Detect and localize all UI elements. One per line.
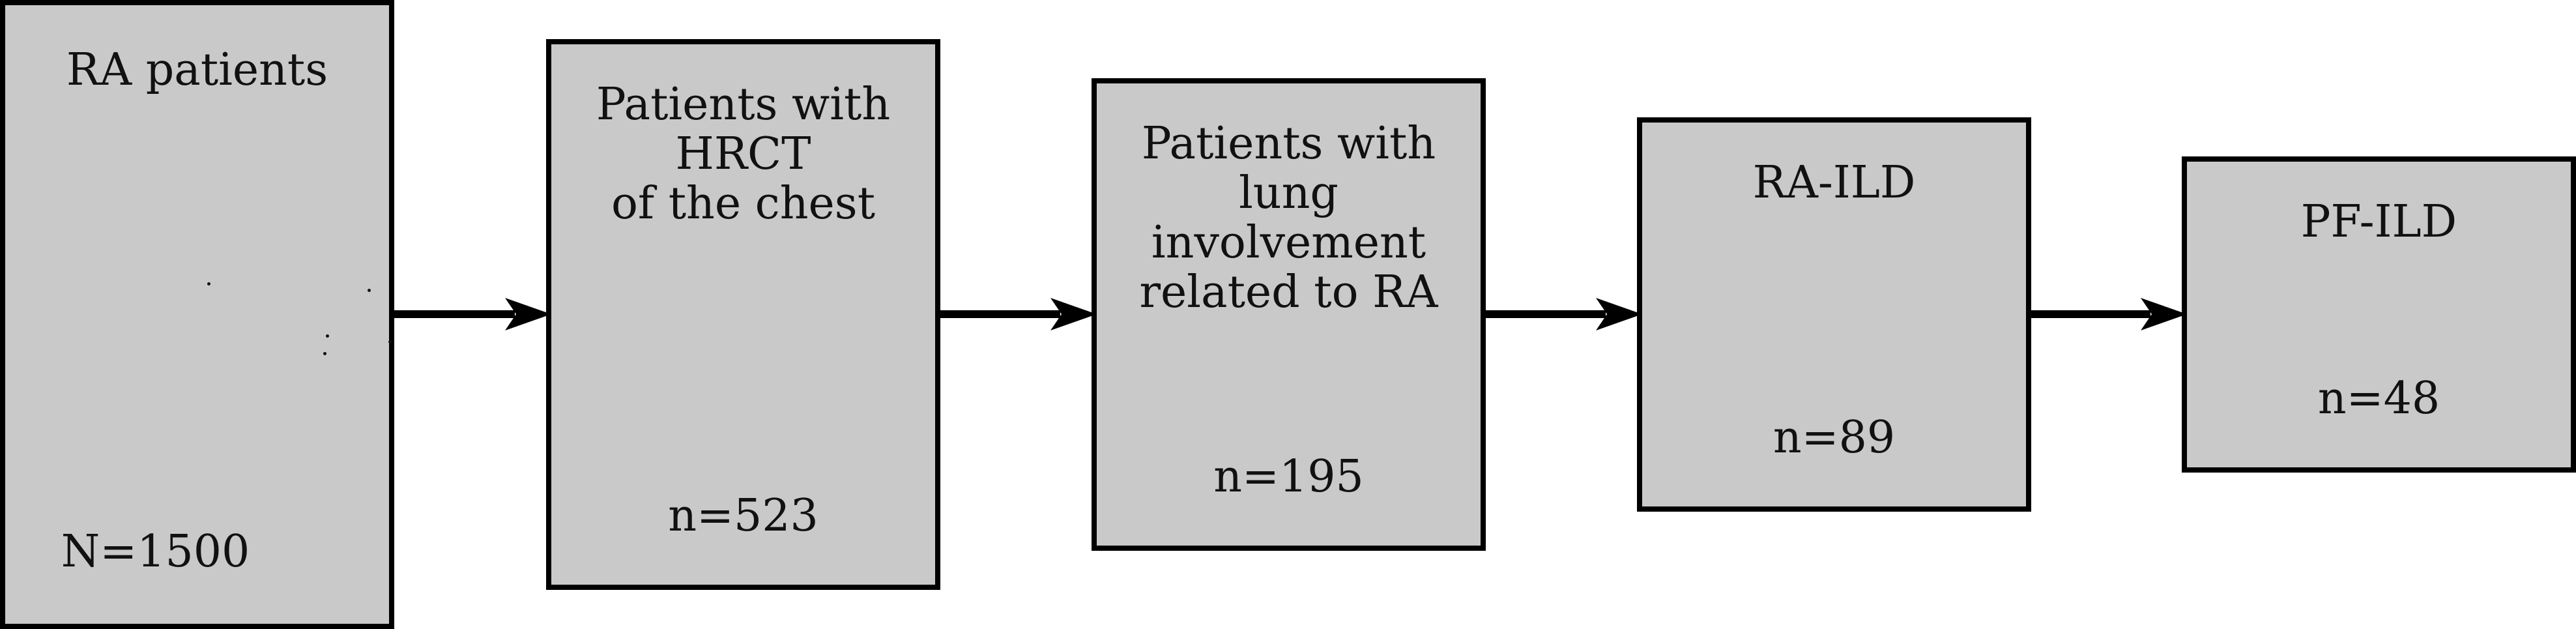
box-pf-ild-count: n=48 (2317, 373, 2440, 424)
stray-dot (388, 340, 392, 344)
box-ra-ild-label: RA-ILD (1752, 157, 1916, 209)
box-ra-patients: RA patients N=1500 (0, 0, 394, 629)
box-ra-ild-count: n=89 (1773, 412, 1896, 463)
stray-dot (368, 289, 371, 292)
box-lung-involvement-label: Patients with lung involvement related t… (1139, 118, 1438, 319)
box-hrct-count: n=523 (668, 490, 818, 542)
box-ra-patients-count: N=1500 (61, 526, 250, 578)
box-ra-patients-label: RA patients (66, 44, 328, 96)
box-ra-ild: RA-ILD n=89 (1637, 117, 2031, 512)
box-lung-involvement: Patients with lung involvement related t… (1092, 78, 1486, 551)
arrow-raild-to-pfild (2031, 298, 2187, 330)
arrow-lung-to-raild (1486, 298, 1642, 330)
box-hrct: Patients with HRCT of the chest n=523 (546, 39, 940, 590)
box-hrct-label: Patients with HRCT of the chest (596, 79, 891, 230)
arrow-hrct-to-lung (940, 298, 1097, 330)
box-pf-ild: PF-ILD n=48 (2182, 156, 2576, 473)
box-lung-involvement-count: n=195 (1213, 451, 1364, 503)
arrow-ra-to-hrct (394, 298, 551, 330)
box-pf-ild-label: PF-ILD (2300, 196, 2457, 248)
stray-dot (323, 352, 326, 355)
stray-dot (207, 282, 210, 285)
stray-dot (326, 334, 329, 338)
